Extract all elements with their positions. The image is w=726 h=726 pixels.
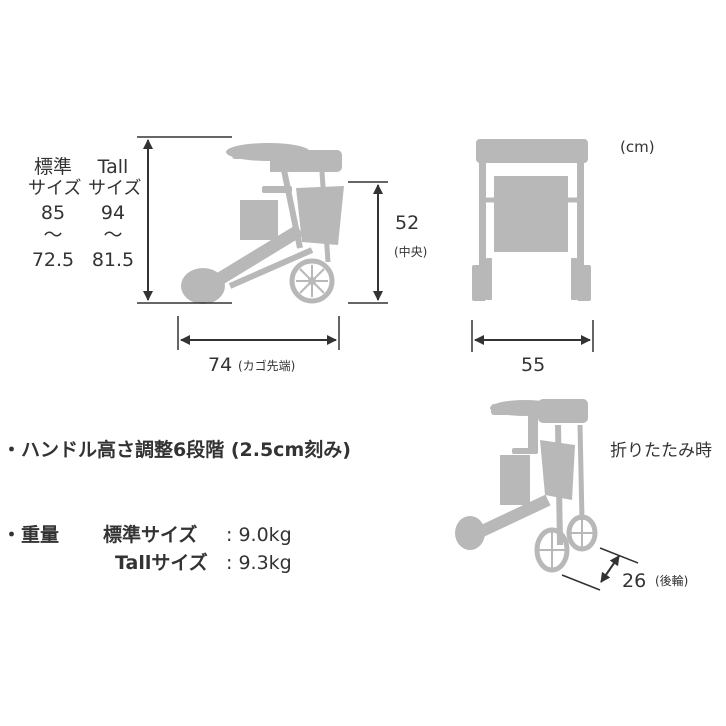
length-note: (カゴ先端) <box>238 359 296 373</box>
weight-bullet: ・重量 <box>2 524 60 546</box>
height-tall-max: 94 <box>100 202 126 224</box>
width-value: 55 <box>521 354 546 376</box>
height-tall-min: 81.5 <box>91 249 135 271</box>
unit-label: (cm) <box>620 138 655 156</box>
folded-label: 折りたたみ時 <box>610 441 712 461</box>
height-standard-max: 85 <box>40 202 66 224</box>
handle-adjust-spec: ・ハンドル高さ調整6段階 (2.5cm刻み) <box>2 439 351 461</box>
folded-depth-value: 26 <box>622 570 647 592</box>
weight-tall-value: : 9.3kg <box>226 552 292 574</box>
height-tall-tilde: 〜 <box>103 224 123 246</box>
seat-height-value: 52 <box>395 212 420 234</box>
folded-depth-note: (後輪) <box>655 574 689 588</box>
side-view-walker <box>181 143 344 304</box>
height-standard-tilde: 〜 <box>43 224 63 246</box>
weight-tall-label: Tallサイズ <box>115 552 208 574</box>
weight-standard-label: 標準サイズ <box>103 524 198 546</box>
height-tall-sublabel: サイズ <box>88 178 142 199</box>
dimension-lines <box>137 136 639 591</box>
height-standard-min: 72.5 <box>31 249 75 271</box>
height-standard-label: 標準 <box>33 156 72 178</box>
weight-standard-value: : 9.0kg <box>226 524 292 546</box>
front-view-walker <box>472 139 591 301</box>
height-tall-label: Tall <box>97 156 129 178</box>
seat-height-note: (中央) <box>394 245 428 259</box>
height-standard-sublabel: サイズ <box>28 178 82 199</box>
length-value: 74 <box>208 354 233 376</box>
folded-walker <box>455 399 598 573</box>
